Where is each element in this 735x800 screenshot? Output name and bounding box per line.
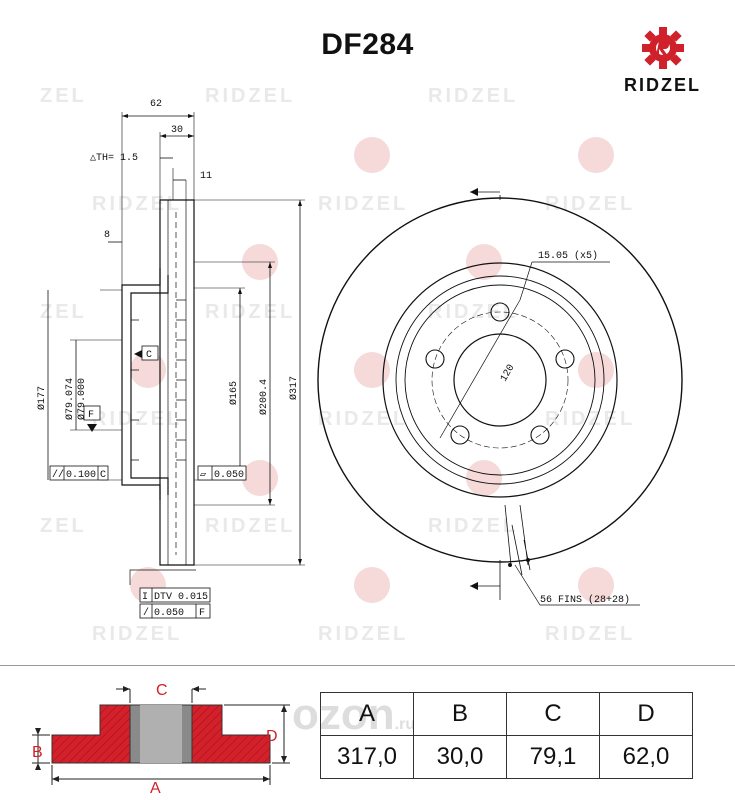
dim-317: Ø317 bbox=[288, 376, 300, 400]
dimension-schematic: C A B D bbox=[32, 682, 290, 795]
tol-flat-value: 0.050 bbox=[214, 470, 244, 481]
dim-th: △TH= 1.5 bbox=[90, 153, 138, 164]
product-code: DF284 bbox=[321, 28, 414, 61]
bolt-holes bbox=[425, 302, 575, 445]
technical-drawing: ZEL RIDZEL RIDZEL RIDZEL RIDZEL RIDZEL Z… bbox=[36, 85, 683, 645]
watermark-fragment: ZEL bbox=[40, 85, 87, 107]
brand-name: RIDZEL bbox=[624, 75, 701, 95]
watermark: RIDZEL bbox=[205, 301, 295, 323]
dim-79-074: Ø79.074 bbox=[64, 378, 76, 420]
watermark: RIDZEL bbox=[92, 408, 182, 430]
watermark: RIDZEL bbox=[318, 623, 408, 645]
tolerance-frame-parallel: // 0.100 C bbox=[49, 465, 109, 481]
hole-label: 15.05 (x5) bbox=[538, 250, 598, 262]
dim-30: 30 bbox=[171, 125, 183, 136]
watermark-fragment: ZEL bbox=[40, 301, 87, 323]
watermark: RIDZEL bbox=[545, 408, 635, 430]
datum-c: C bbox=[146, 350, 152, 361]
spec-value-a: 317,0 bbox=[320, 735, 414, 779]
dim-165: Ø165 bbox=[228, 381, 240, 405]
watermark-fragment: ZEL bbox=[40, 515, 87, 537]
watermark: RIDZEL bbox=[92, 193, 182, 215]
spec-value-b: 30,0 bbox=[413, 735, 507, 779]
tol-parallel-value: 0.100 bbox=[66, 470, 96, 481]
gear-logo-icon bbox=[641, 27, 684, 69]
tol-runout-ref: F bbox=[199, 608, 205, 619]
tolerance-frame-dtv: I DTV 0.015 bbox=[139, 587, 211, 603]
watermark: RIDZEL bbox=[318, 408, 408, 430]
tol-parallel-ref: C bbox=[100, 470, 106, 481]
dim-11: 11 bbox=[200, 171, 212, 182]
brand-logo: RIDZEL bbox=[605, 24, 720, 96]
dtv-label: DTV 0.015 bbox=[154, 592, 208, 603]
specs-value-row: 317,0 30,0 79,1 62,0 bbox=[320, 735, 693, 779]
spec-value-c: 79,1 bbox=[506, 735, 600, 779]
tol-flat-symbol: ▱ bbox=[200, 470, 206, 481]
specs-table: A B C D 317,0 30,0 79,1 62,0 bbox=[320, 692, 693, 779]
fins-label: 56 FINS (28+28) bbox=[540, 594, 630, 606]
watermark: RIDZEL bbox=[205, 515, 295, 537]
spec-header-d: D bbox=[599, 692, 693, 736]
disc-cross-section bbox=[47, 112, 305, 566]
spec-header-a: A bbox=[320, 692, 414, 736]
spec-header-b: B bbox=[413, 692, 507, 736]
watermark: RIDZEL bbox=[318, 193, 408, 215]
watermark: RIDZEL bbox=[545, 623, 635, 645]
label-c: C bbox=[156, 682, 168, 699]
watermark: RIDZEL bbox=[92, 623, 182, 645]
pcd-label: 120 bbox=[499, 363, 518, 384]
watermark: RIDZEL bbox=[428, 85, 518, 107]
dim-62: 62 bbox=[150, 99, 162, 110]
dim-8: 8 bbox=[104, 230, 110, 241]
tolerance-frame-flatness: ▱ 0.050 bbox=[197, 465, 247, 481]
spec-value-d: 62,0 bbox=[599, 735, 693, 779]
watermark: RIDZEL bbox=[205, 85, 295, 107]
label-d: D bbox=[266, 728, 278, 745]
label-b: B bbox=[32, 744, 43, 761]
watermark-layer: ZEL RIDZEL RIDZEL RIDZEL RIDZEL RIDZEL Z… bbox=[40, 85, 635, 645]
dim-177: Ø177 bbox=[36, 386, 48, 410]
tol-runout-symbol: / bbox=[143, 607, 149, 619]
specs-header-row: A B C D bbox=[320, 692, 693, 736]
watermark: RIDZEL bbox=[545, 193, 635, 215]
datum-f: F bbox=[88, 410, 94, 421]
tol-runout-value: 0.050 bbox=[154, 608, 184, 619]
watermark: RIDZEL bbox=[428, 515, 518, 537]
tolerance-frame-runout: / 0.050 F bbox=[139, 603, 211, 619]
divider bbox=[0, 665, 735, 666]
label-a: A bbox=[150, 780, 161, 795]
disc-front-view bbox=[317, 191, 683, 606]
tol-parallel-symbol: // bbox=[52, 469, 64, 481]
dim-200-4: Ø200.4 bbox=[258, 379, 270, 415]
spec-header-c: C bbox=[506, 692, 600, 736]
dtv-symbol: I bbox=[142, 592, 148, 603]
